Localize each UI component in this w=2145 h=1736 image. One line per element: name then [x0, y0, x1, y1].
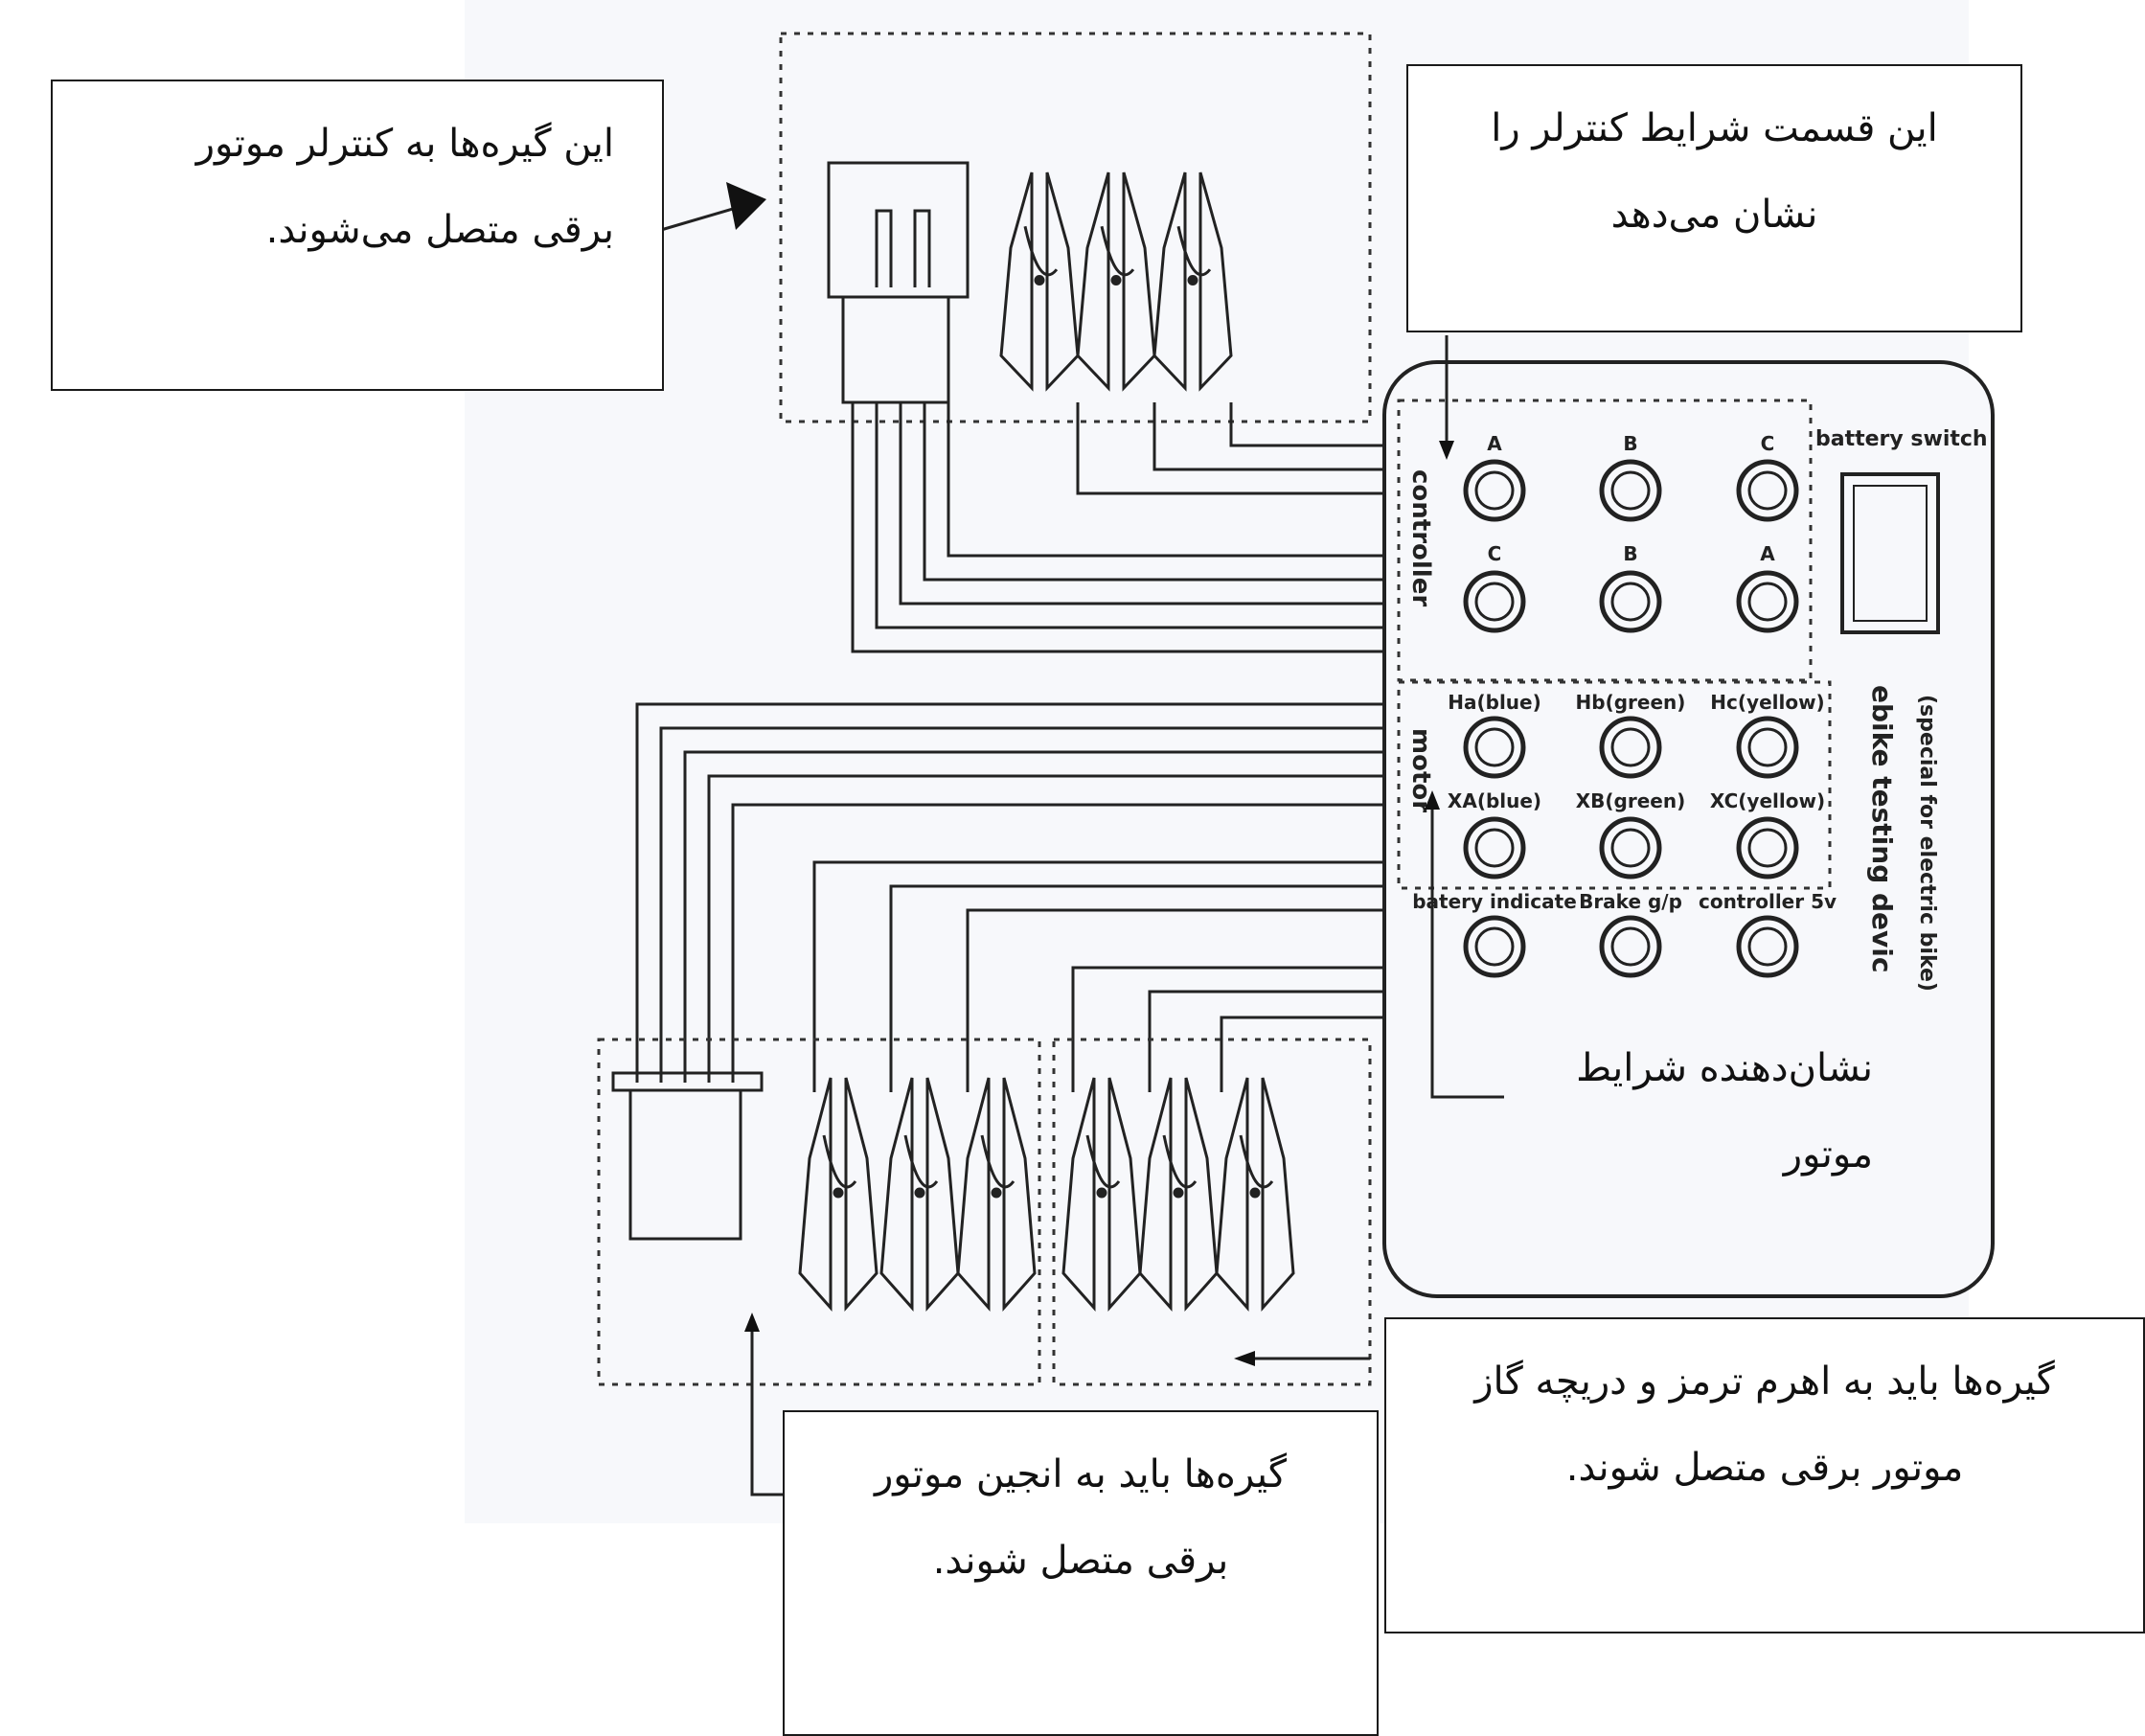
- controller-label: controller: [1406, 469, 1435, 606]
- jack-label: controller 5v: [1699, 890, 1837, 913]
- jack-socket: [1736, 915, 1799, 978]
- device-name-label: ebike testing devic: [1866, 685, 1898, 972]
- callout-line: این قسمت شرایط کنترلر را: [1491, 106, 1938, 150]
- jack-label: C: [1761, 432, 1775, 455]
- jack-socket: [1599, 915, 1662, 978]
- jack-socket: [1599, 570, 1662, 633]
- jack-socket: [1736, 570, 1799, 633]
- brake-throttle-group-box: [1052, 1038, 1372, 1386]
- jack-label: B: [1623, 432, 1637, 455]
- alligator-clip: [1215, 1077, 1295, 1312]
- callout-controller-clips: این گیره‌ها به کنترلر موتور برقی متصل می…: [51, 80, 664, 391]
- callout-controller-status: این قسمت شرایط کنترلر را نشان می‌دهد: [1406, 64, 2022, 332]
- jack-socket: [1463, 716, 1526, 779]
- jack-socket: [1599, 816, 1662, 879]
- jack-socket: [1736, 716, 1799, 779]
- motor-plug: [611, 1071, 764, 1241]
- device-subtitle-label: (special for electric bike): [1915, 695, 1939, 992]
- callout-arrows: [660, 204, 1504, 1496]
- motor-wires: [635, 702, 1384, 1092]
- jack-label: XA(blue): [1448, 789, 1541, 812]
- callout-line: برقی متصل شوند.: [932, 1539, 1229, 1583]
- controller-section: [1397, 399, 1813, 682]
- jack-label: A: [1487, 432, 1502, 455]
- battery-switch: [1840, 472, 1940, 634]
- callout-line: گیره‌ها باید به اهرم ترمز و دریچه گاز: [1474, 1359, 2055, 1404]
- alligator-clip: [1152, 171, 1233, 392]
- jack-label: batery indicate: [1412, 890, 1577, 913]
- jack-label: XB(green): [1576, 789, 1686, 812]
- battery-switch-label: battery switch: [1815, 427, 1988, 451]
- motor-clip-group: [798, 1077, 1295, 1312]
- callout-line: نشان می‌دهد: [1610, 193, 1818, 237]
- motor-section: [1397, 680, 1832, 890]
- callout-line: برقی متصل می‌شوند.: [265, 208, 614, 252]
- jack-socket: [1599, 459, 1662, 522]
- jack-label: A: [1760, 542, 1775, 565]
- jack-socket: [1736, 816, 1799, 879]
- controller-wires: [851, 402, 1384, 653]
- jack-label: C: [1488, 542, 1502, 565]
- callout-motor-status: نشان‌دهنده شرایط موتور: [1504, 1025, 1906, 1198]
- arrow-heads: [726, 182, 1454, 1366]
- callout-motor-engine: گیره‌ها باید به انجین موتور برقی متصل شو…: [783, 1410, 1379, 1736]
- jack-label: B: [1623, 542, 1637, 565]
- alligator-clip: [798, 1077, 879, 1312]
- jack-socket: [1463, 915, 1526, 978]
- jack-socket: [1463, 570, 1526, 633]
- jack-panel: A B C C B A Ha(blue) Hb(green) Hc(yellow) XA(blue…: [1412, 432, 1837, 978]
- jack-label: Ha(blue): [1448, 691, 1541, 714]
- controller-connector-group: [779, 32, 1372, 423]
- callout-line: موتور برقی متصل شوند.: [1565, 1446, 1964, 1490]
- jack-socket: [1736, 459, 1799, 522]
- jack-socket: [1463, 816, 1526, 879]
- jack-label: Hb(green): [1576, 691, 1686, 714]
- alligator-clip: [956, 1077, 1037, 1312]
- callout-line: گیره‌ها باید به انجین موتور: [874, 1452, 1288, 1496]
- controller-plug: [827, 161, 970, 404]
- controller-clip-group: [999, 171, 1233, 392]
- callout-line: این گیره‌ها به کنترلر موتور: [195, 122, 614, 166]
- jack-label: XC(yellow): [1710, 789, 1825, 812]
- jack-label: Hc(yellow): [1710, 691, 1824, 714]
- jack-label: Brake g/p: [1579, 890, 1682, 913]
- callout-line: موتور: [1783, 1132, 1873, 1176]
- jack-socket: [1599, 716, 1662, 779]
- motor-clip-group-box: [597, 1038, 1041, 1386]
- jack-socket: [1463, 459, 1526, 522]
- callout-brake-throttle: گیره‌ها باید به اهرم ترمز و دریچه گاز مو…: [1384, 1317, 2145, 1633]
- callout-line: نشان‌دهنده شرایط: [1576, 1046, 1873, 1090]
